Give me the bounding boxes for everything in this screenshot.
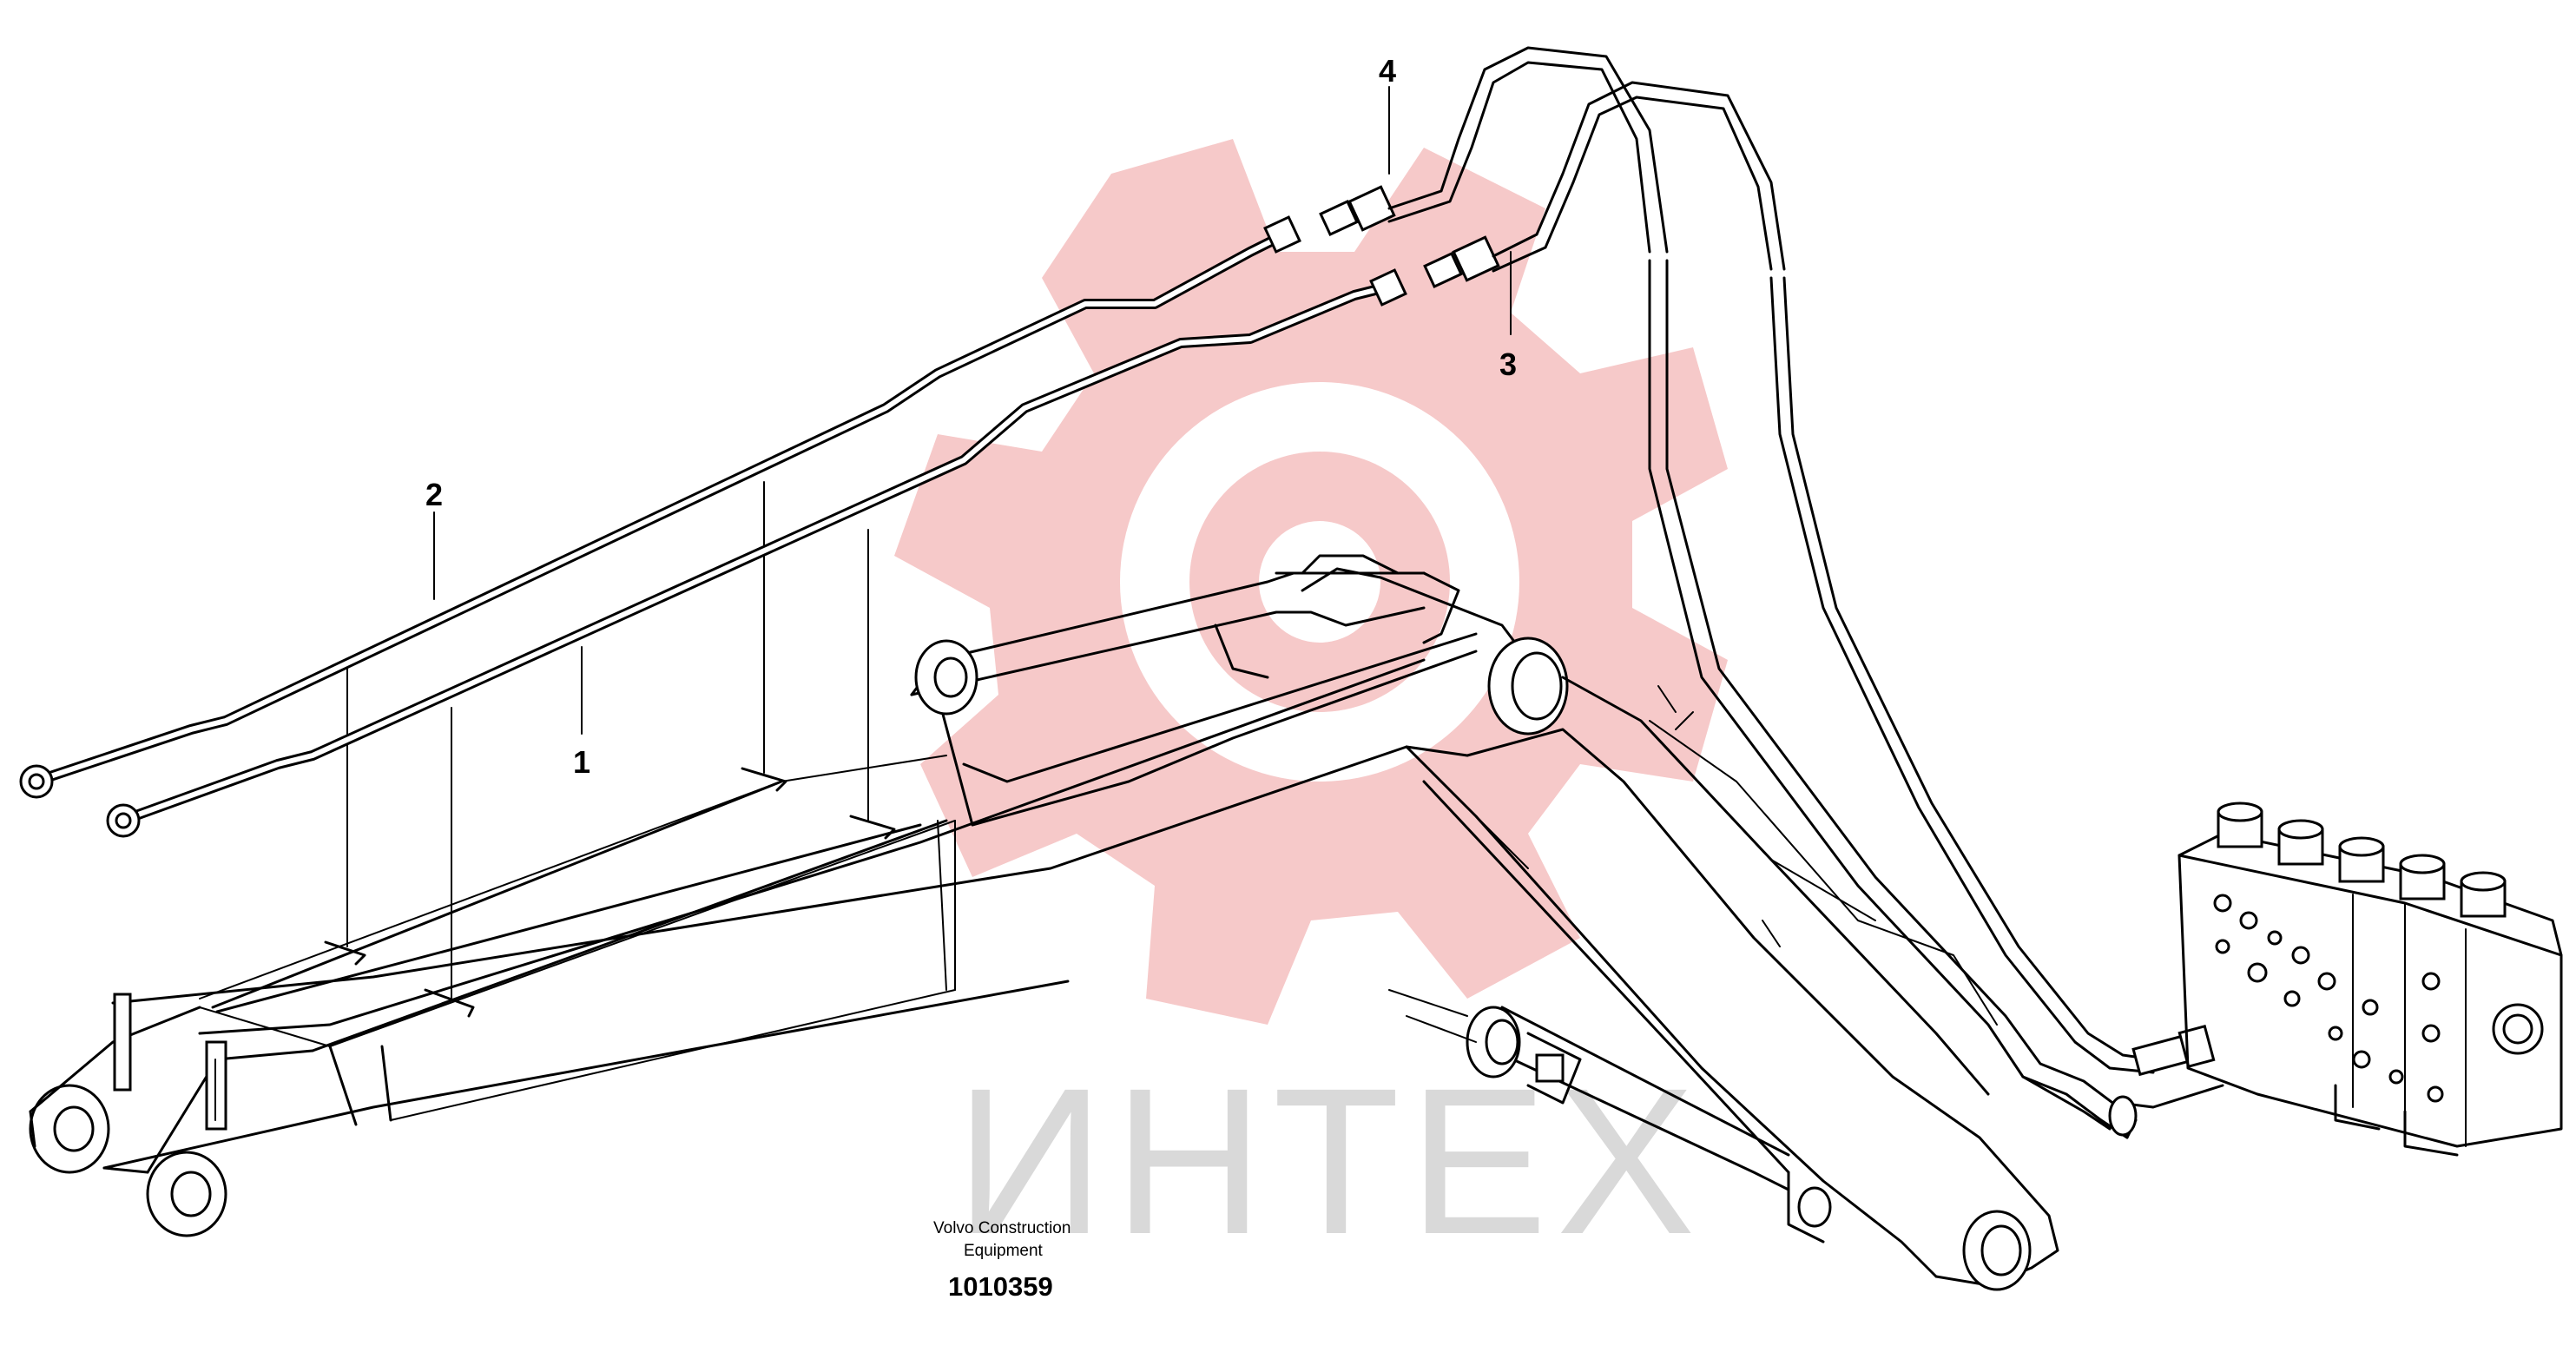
- boom-mid-pin: [914, 639, 978, 716]
- pipe-2: [30, 229, 1290, 787]
- valve-side-boss: [2492, 1003, 2544, 1055]
- callout-4: 4: [1379, 53, 1396, 89]
- hose-3: [1492, 81, 1786, 273]
- boom-foot-right-pin: [146, 1151, 227, 1237]
- pipe-1: [116, 281, 1394, 826]
- valve-ports: [2213, 894, 2444, 1103]
- brand-line-1: Volvo Construction: [933, 1219, 1071, 1237]
- valve-spool-caps: [2217, 802, 2507, 918]
- watermark-text: ИНТЕХ: [955, 1045, 1704, 1277]
- control-valve-block: [2177, 802, 2563, 1157]
- pipe-1-end-nut: [106, 803, 141, 838]
- brand-line-2: Equipment: [964, 1242, 1044, 1260]
- cylinder-port-block: [1535, 1053, 1565, 1083]
- arm-lower-pin: [1797, 1186, 1832, 1228]
- boom-head-pin: [1487, 637, 1569, 736]
- boom-post-left: [113, 993, 132, 1092]
- pipe-1-fitting: [1369, 235, 1500, 307]
- watermark-gear-core: [1259, 521, 1380, 643]
- part-number: 1010359: [948, 1271, 1053, 1302]
- arm-end-pin: [1962, 1210, 2032, 1291]
- callout-1: 1: [573, 744, 590, 780]
- pipe-clamps: [324, 481, 896, 1018]
- hose-4: [1387, 46, 1669, 254]
- callout-3: 3: [1499, 346, 1517, 382]
- pipe-2-fitting: [1263, 185, 1396, 254]
- long-hoses: [1648, 259, 2155, 1139]
- boom-foot-left-pin: [29, 1084, 110, 1174]
- pipe-2-end-nut: [19, 764, 54, 799]
- boom-body: [29, 554, 2059, 1291]
- callout-2: 2: [425, 477, 443, 512]
- valve-hose-fittings: [2108, 1024, 2224, 1137]
- callout-leaders: [433, 86, 1512, 735]
